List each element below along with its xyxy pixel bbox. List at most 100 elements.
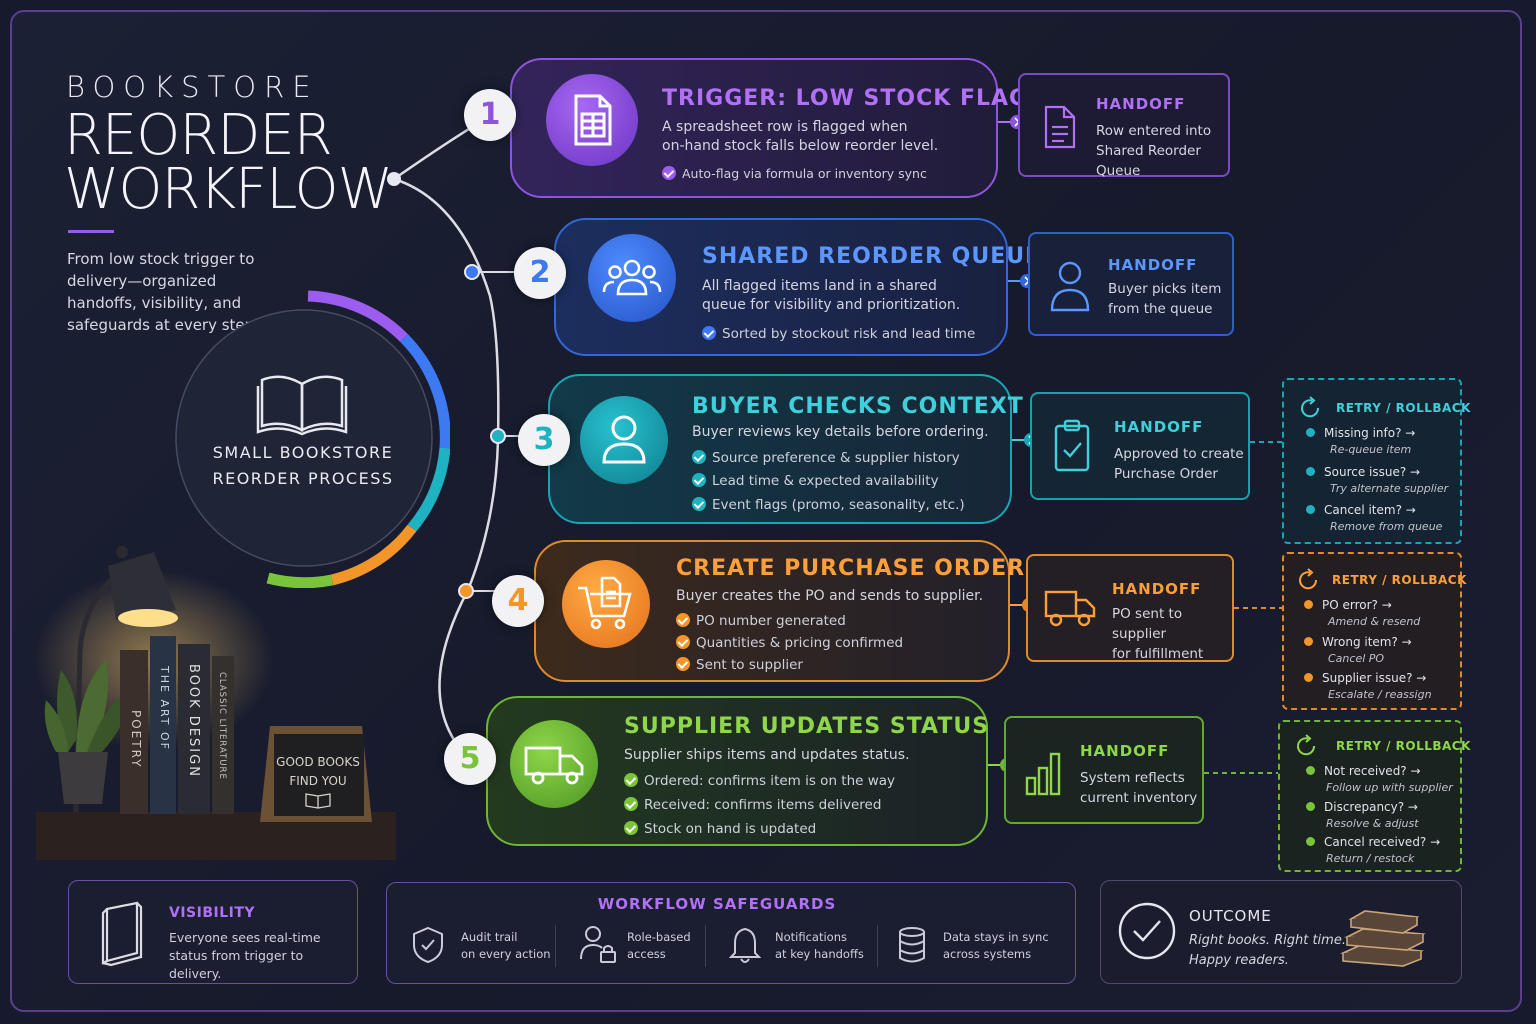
step-5-bullet-1-text: Ordered: confirms item is on the way [644,773,896,789]
step-2-desc-line-2: queue for visibility and prioritization. [702,297,961,313]
retry-2-item-1-question: PO error? → [1322,598,1392,612]
step-5-bullet-2: Received: confirms items delivered [624,797,881,813]
step-2-desc-line-1: All flagged items land in a shared [702,278,937,294]
step-2-bullet: Sorted by stockout risk and lead time [702,326,975,342]
spreadsheet-icon [546,74,638,166]
person-icon [1050,261,1090,312]
ring-segment-green [266,572,334,588]
divider [555,925,556,967]
step-5-title: SUPPLIER UPDATES STATUS [624,714,990,739]
bullet-dot [1306,467,1315,476]
retry-1-item-1-question: Missing info? → [1324,426,1416,440]
step-1-desc: A spreadsheet row is flagged when on-han… [662,118,938,156]
book-classic [212,656,234,814]
flow-connector [387,114,522,760]
step-2-handoff-desc: Buyer picks item from the queue [1108,279,1221,319]
check-icon [676,635,690,649]
retry-box-1: RETRY / ROLLBACK Missing info? →Re-queue… [1282,378,1470,544]
step-2-handoff-line-2: from the queue [1108,301,1213,317]
bullet-dot [1304,637,1313,646]
book-art-of [150,636,176,814]
book-spine-art-of: THE ART OF [158,665,171,751]
retry-link-2 [1234,607,1282,609]
retry-link-3 [1204,772,1280,774]
step-4-bullet-2: Quantities & pricing confirmed [676,635,903,651]
bullet-dot [1306,505,1315,514]
step-5-bullet-2-text: Received: confirms items delivered [644,797,882,813]
refresh-icon [1297,734,1316,756]
step-1-handoff-line-2: Shared Reorder Queue [1096,143,1201,179]
connector-node-2 [464,264,480,280]
retry-2-item-1: PO error? → Amend & resend [1304,597,1420,630]
check-icon [624,821,638,835]
safeguards-title: WORKFLOW SAFEGUARDS [597,895,837,913]
step-4-bullet-3: Sent to supplier [676,657,803,673]
title-kicker: BOOKSTORE [66,70,319,104]
center-label: SMALL BOOKSTORE REORDER PROCESS [196,440,410,492]
check-icon [692,450,706,464]
outcome-line-1: Right books. Right time. [1189,933,1346,948]
step-1-handoff-line-1: Row entered into [1096,123,1212,139]
step-4-handoff-line-2: for fulfillment [1112,646,1204,662]
shield-check-icon [413,926,443,964]
step-3-desc: Buyer reviews key details before orderin… [692,424,989,440]
retry-1-item-3: Cancel item? →Remove from queue [1306,502,1442,535]
team-icon [588,234,676,322]
step-1-number: 1 [464,89,516,141]
bar-chart-icon [1025,752,1061,796]
user-icon [580,396,668,484]
ring-segment-orange [330,524,417,586]
retry-2-item-1-action: Amend & resend [1328,615,1421,628]
retry-3-item-1-question: Not received? → [1324,764,1421,778]
book-spine-design: BOOK DESIGN [186,664,201,778]
bullet-dot [1304,673,1313,682]
check-icon [624,773,638,787]
step-5-number: 5 [444,733,496,785]
title-line-1: REORDER [64,103,333,168]
book-design [178,644,210,814]
step-1-desc-line-2: on-hand stock falls below reorder level. [662,138,939,154]
step-1-bullet: Auto-flag via formula or inventory sync [662,166,927,181]
step-2-desc: All flagged items land in a shared queue… [702,277,960,315]
process-ring [175,290,450,588]
title-rule [68,230,114,233]
document-icon [1044,105,1076,149]
desk-lamp [73,546,178,813]
check-icon [676,657,690,671]
sign-book-icon [305,793,331,809]
step-3-number: 3 [518,414,570,466]
step-4-handoff-desc: PO sent to supplier for fulfillment [1112,604,1232,664]
outcome-line-2: Happy readers. [1189,953,1289,968]
ring-segment-teal [407,447,450,532]
retry-2-item-2: Wrong item? →Cancel PO [1304,634,1412,667]
retry-2-item-3: Supplier issue? →Escalate / reassign [1304,670,1432,703]
visibility-line-2: status from trigger to delivery. [169,948,304,981]
step-4-number: 4 [492,575,544,627]
bullet-dot [1306,837,1315,846]
book-poetry [120,650,148,814]
bullet-dot [1306,802,1315,811]
retry-1-item-1: Missing info? →Re-queue item [1306,425,1415,458]
step-5-desc: Supplier ships items and updates status. [624,747,910,763]
step-5-bullet-3-text: Stock on hand is updated [644,821,817,837]
connector-origin-node [387,172,401,186]
visibility-title: VISIBILITY [169,905,256,921]
sign-line-2: FIND YOU [289,774,346,788]
retry-2-item-2-action: Cancel PO [1328,652,1385,665]
connector-node-3 [490,428,506,444]
step-5-bullet-1: Ordered: confirms item is on the way [624,773,895,789]
step-2-number: 2 [514,247,566,299]
bell-icon [729,927,761,963]
step-5-bullet-3: Stock on hand is updated [624,821,816,837]
safeguard-2-line-2: access [627,947,666,961]
chalkboard-sign [260,726,372,822]
step-2-handoff-title: HANDOFF [1108,256,1198,274]
step-3-bullet-2: Lead time & expected availability [692,473,939,489]
book-icon [101,901,143,967]
sign-line-1: GOOD BOOKS [276,755,360,769]
retry-1-title: RETRY / ROLLBACK [1336,401,1471,415]
retry-2-title: RETRY / ROLLBACK [1332,573,1467,587]
bullet-dot [1306,766,1315,775]
